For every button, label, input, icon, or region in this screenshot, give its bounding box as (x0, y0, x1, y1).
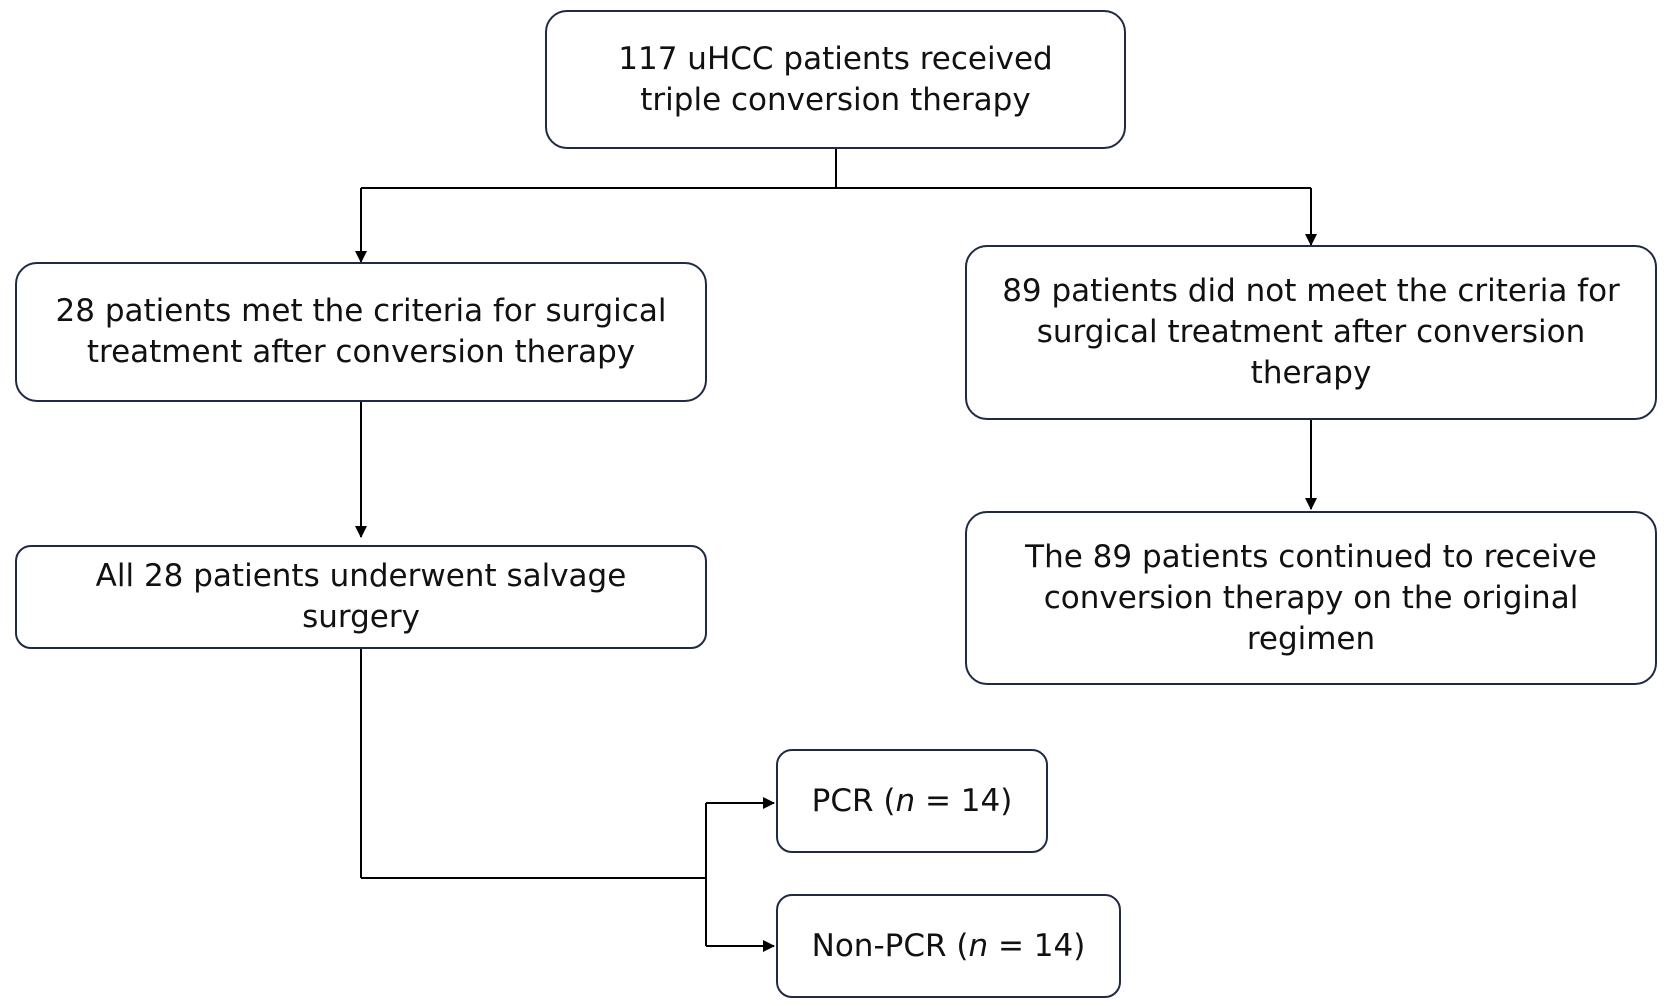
node-continued-therapy: The 89 patients continued to receive con… (965, 511, 1657, 685)
node-non-pcr-n-symbol: n (968, 927, 989, 964)
node-salvage-surgery: All 28 patients underwent salvage surger… (15, 545, 707, 649)
node-root-text: 117 uHCC patients received triple conver… (618, 40, 1053, 118)
node-non-pcr-prefix: Non-PCR ( (811, 927, 969, 964)
node-pcr: PCR (n = 14) (776, 749, 1048, 853)
node-met-criteria: 28 patients met the criteria for surgica… (15, 262, 707, 402)
node-pcr-suffix: = 14) (915, 782, 1013, 819)
node-not-met-criteria: 89 patients did not meet the criteria fo… (965, 245, 1657, 420)
node-pcr-prefix: PCR ( (811, 782, 896, 819)
node-non-pcr: Non-PCR (n = 14) (776, 894, 1121, 998)
node-not-met-criteria-text: 89 patients did not meet the criteria fo… (1002, 273, 1620, 391)
node-met-criteria-text: 28 patients met the criteria for surgica… (55, 293, 667, 370)
node-non-pcr-text: Non-PCR (n = 14) (812, 926, 1086, 967)
node-pcr-n-symbol: n (895, 782, 916, 819)
node-pcr-text: PCR (n = 14) (812, 781, 1013, 822)
node-salvage-surgery-text: All 28 patients underwent salvage surger… (95, 558, 627, 635)
node-non-pcr-suffix: = 14) (988, 927, 1086, 964)
node-root: 117 uHCC patients received triple conver… (545, 10, 1126, 149)
node-continued-therapy-text: The 89 patients continued to receive con… (1025, 538, 1597, 657)
